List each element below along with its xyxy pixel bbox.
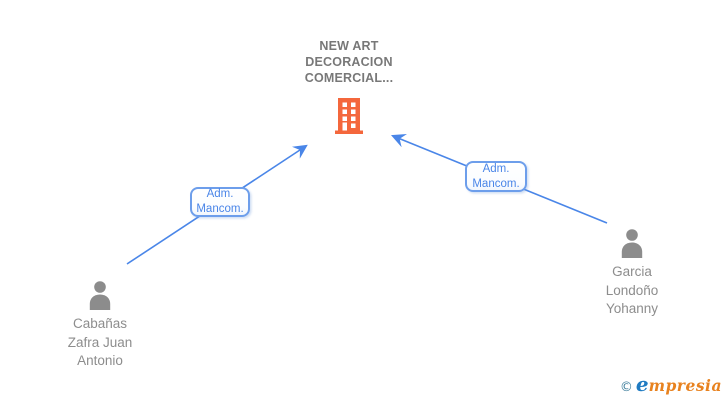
logo-initial: e (635, 372, 649, 396)
logo-text: mpresia (648, 376, 722, 395)
empresia-logo: © e mpresia (620, 372, 722, 396)
person-icon (85, 280, 115, 310)
person-node-cabanas[interactable]: Cabañas Zafra Juan Antonio (65, 280, 135, 371)
person-name: Garcia Londoño Yohanny (605, 264, 659, 316)
company-name: NEW ART DECORACION COMERCIAL... (304, 39, 394, 85)
person-node-garcia[interactable]: Garcia Londoño Yohanny (597, 228, 667, 319)
building-icon (334, 98, 364, 134)
copyright-icon: © (619, 380, 633, 395)
person-name: Cabañas Zafra Juan Antonio (67, 316, 133, 368)
edge-label-adm-mancom-left: Adm. Mancom. (190, 187, 250, 217)
person-icon (617, 228, 647, 258)
edge-label-adm-mancom-right: Adm. Mancom. (465, 161, 527, 192)
company-node[interactable]: NEW ART DECORACION COMERCIAL... (287, 38, 411, 134)
